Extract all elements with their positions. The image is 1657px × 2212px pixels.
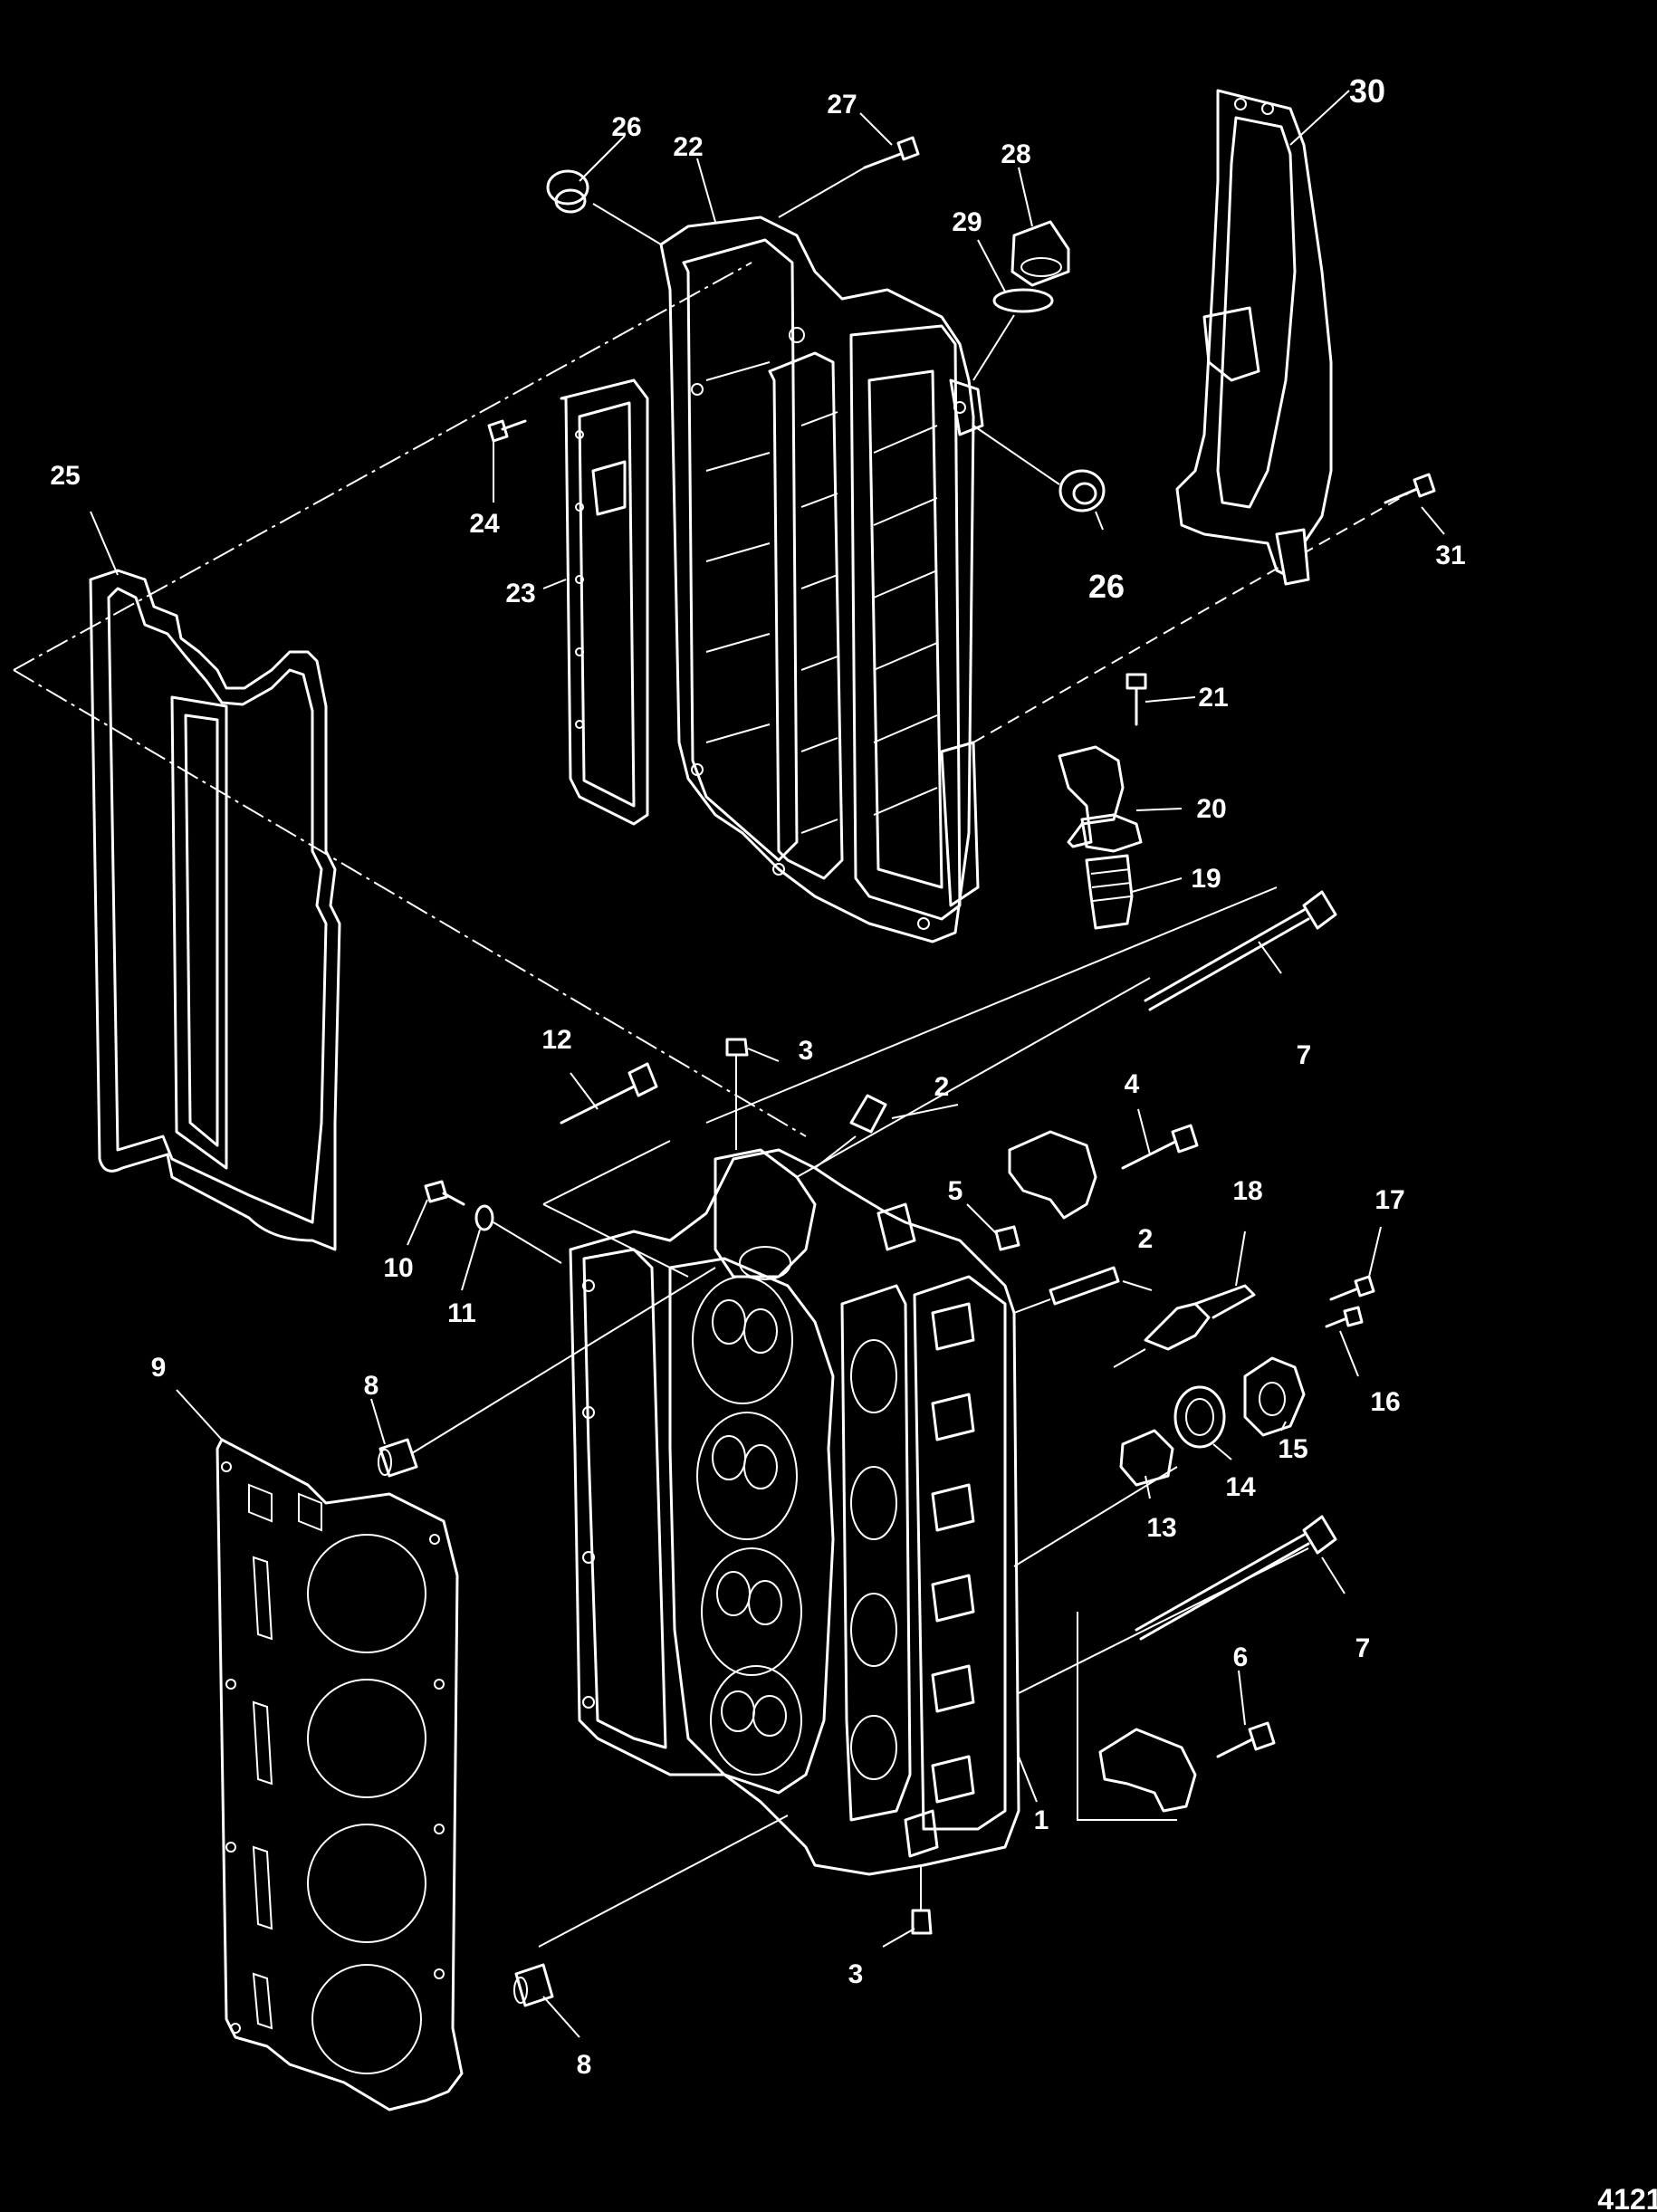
part-29-o-ring xyxy=(972,288,1054,381)
callout-24: 24 xyxy=(469,509,500,539)
part-2-dowel-lower xyxy=(1013,1266,1120,1314)
callout-20: 20 xyxy=(1196,794,1226,824)
part-13-plug xyxy=(1119,1429,1174,1487)
callout-30: 30 xyxy=(1349,72,1385,110)
callout-19: 19 xyxy=(1191,864,1221,894)
part-5-nut xyxy=(994,1225,1020,1251)
callout-3-upper: 3 xyxy=(799,1036,814,1066)
part-30-bracket xyxy=(1175,89,1333,586)
part-17-screw xyxy=(1329,1275,1375,1301)
callout-25: 25 xyxy=(50,461,80,491)
callout-12: 12 xyxy=(541,1025,571,1055)
part-3-plug-upper xyxy=(725,1038,749,1150)
callout-7-upper: 7 xyxy=(1297,1040,1312,1070)
alignment-line-gasket-to-head xyxy=(13,669,807,1137)
callout-16: 16 xyxy=(1370,1387,1400,1417)
callout-8-lower: 8 xyxy=(577,2050,592,2080)
part-16-screw xyxy=(1325,1306,1364,1328)
part-19-fitting xyxy=(1085,854,1134,930)
alignment-line-dowel-8 xyxy=(411,1267,716,1454)
part-8-dowel-lower xyxy=(513,1963,554,2007)
alignment-line-plug-13 xyxy=(1013,1466,1178,1567)
callout-18: 18 xyxy=(1232,1176,1262,1206)
part-22-valve-cover xyxy=(659,215,984,943)
callout-26-upper: 26 xyxy=(611,112,641,142)
part-21-bolt xyxy=(1125,673,1147,726)
alignment-line-dowel-8-lower xyxy=(538,1815,789,1948)
part-6-clamp xyxy=(1098,1721,1276,1813)
part-7-stud-upper xyxy=(1144,890,1337,1011)
part-27-bolt xyxy=(778,136,920,218)
part-28-oil-cap xyxy=(1010,220,1070,287)
callout-8-upper: 8 xyxy=(364,1371,379,1401)
part-18-plug xyxy=(1113,1284,1256,1368)
callout-29: 29 xyxy=(952,207,982,237)
alignment-line-stud xyxy=(705,886,1278,1124)
part-23-plate xyxy=(560,378,649,826)
callout-leaders xyxy=(90,90,1445,2038)
alignment-line-sensor xyxy=(796,977,1151,1178)
dashed-line-bracket xyxy=(972,493,1409,743)
part-9-head-gasket xyxy=(216,1438,464,2111)
callout-11: 11 xyxy=(447,1298,476,1328)
callout-6: 6 xyxy=(1233,1642,1249,1672)
callout-28: 28 xyxy=(1001,139,1030,169)
alignment-line-bolt-12 xyxy=(542,1203,689,1278)
figure-id: 4121 xyxy=(1597,2183,1657,2212)
part-2-dowel-upper xyxy=(814,1094,887,1169)
callout-labels: 1 2 2 3 3 3 4 5 6 7 7 8 8 9 10 11 12 13 … xyxy=(50,72,1465,2080)
callout-1: 1 xyxy=(1034,1805,1049,1835)
callout-22: 22 xyxy=(673,132,703,162)
part-14-seal xyxy=(1173,1385,1226,1449)
callout-14: 14 xyxy=(1225,1472,1256,1502)
callout-4: 4 xyxy=(1125,1069,1140,1099)
part-25-cover-gasket xyxy=(89,569,341,1251)
callout-23: 23 xyxy=(505,579,535,608)
part-31-screw xyxy=(1384,473,1436,504)
part-15-flange xyxy=(1243,1356,1306,1437)
part-4-clamp xyxy=(1008,1124,1199,1220)
alignment-line-stud-lower xyxy=(1018,1547,1309,1694)
callout-26-lower: 26 xyxy=(1088,568,1125,605)
callout-3-lower: 3 xyxy=(848,1959,864,1989)
callout-2-lower: 2 xyxy=(1138,1224,1154,1254)
callout-2-upper: 2 xyxy=(934,1072,950,1102)
alignment-lines xyxy=(13,262,1409,1948)
part-24-screw xyxy=(487,419,527,443)
part-3-plug-lower xyxy=(911,1865,933,1935)
callout-13: 13 xyxy=(1146,1513,1176,1543)
part-1-cylinder-head xyxy=(569,1148,1020,1876)
callout-7-lower: 7 xyxy=(1355,1633,1371,1663)
callout-17: 17 xyxy=(1374,1185,1404,1215)
callout-5: 5 xyxy=(948,1176,963,1206)
callout-31: 31 xyxy=(1435,541,1465,570)
callout-9: 9 xyxy=(151,1353,167,1383)
part-12-bolt xyxy=(560,1062,658,1125)
alignment-line-bolt-12b xyxy=(542,1140,671,1205)
alignment-line-gasket-to-cover xyxy=(13,262,752,671)
callout-27: 27 xyxy=(827,90,857,120)
part-8-dowel-upper xyxy=(378,1438,418,1478)
callout-15: 15 xyxy=(1278,1434,1307,1464)
bracket-line-lower xyxy=(1077,1612,1177,1821)
part-7-stud-lower xyxy=(1135,1515,1337,1641)
part-10-bolt xyxy=(424,1180,465,1206)
callout-21: 21 xyxy=(1198,683,1228,713)
part-20-sensor xyxy=(1058,745,1143,853)
part-26-grommet-upper xyxy=(546,169,662,245)
part-26-grommet-lower xyxy=(972,425,1106,512)
part-11-washer xyxy=(474,1204,562,1264)
callout-10: 10 xyxy=(383,1253,413,1283)
